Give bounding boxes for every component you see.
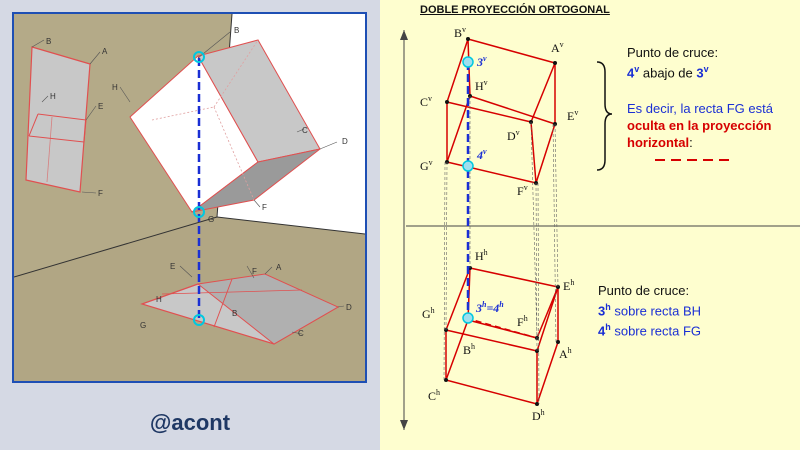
wall-label-e: E: [98, 102, 103, 111]
floor-label-h: H: [156, 295, 162, 304]
label-3h-4h: 3h=4h: [475, 300, 504, 315]
projection-svg: Bv Av Hv Cv Ev Dv Gv Fv 3v 4v Hh Eh Gh F…: [400, 25, 800, 430]
label-hh: Hh: [475, 248, 488, 263]
wall-projection: B A H E F: [25, 37, 108, 198]
point-4v-marker: [462, 160, 474, 172]
note-bracket: [596, 61, 613, 171]
label-av: Av: [551, 40, 564, 55]
label-eh: Eh: [563, 278, 574, 293]
cube: B H C D F G: [112, 26, 348, 224]
point-3v-marker: [462, 56, 474, 68]
cube-label-d: D: [342, 137, 348, 146]
3d-scene: B A H E F B H C: [12, 12, 367, 383]
label-4v: 4v: [476, 147, 487, 162]
watermark: @acont: [149, 410, 231, 435]
cube-label-f: F: [262, 203, 267, 212]
cube-label-g: G: [208, 215, 214, 224]
cube-label-h: H: [112, 83, 118, 92]
floor-label-d: D: [346, 303, 352, 312]
floor-label-c: C: [298, 329, 304, 338]
point-3h-marker: [462, 312, 474, 324]
axis-arrow-up: [400, 30, 408, 40]
label-ah: Ah: [559, 346, 572, 361]
cube-label-b: B: [234, 26, 239, 35]
label-hv: Hv: [475, 78, 488, 93]
floor-label-e: E: [170, 262, 175, 271]
cross-point-mid: [193, 206, 205, 218]
cross-point-floor: [193, 314, 205, 326]
reference-lines: [443, 96, 559, 405]
diagram-title: DOBLE PROYECCIÓN ORTOGONAL: [420, 4, 610, 16]
label-ch: Ch: [428, 388, 440, 403]
floor-projection: E F A H D B C G: [140, 262, 352, 345]
label-dh: Dh: [532, 408, 545, 423]
floor-label-b: B: [232, 309, 237, 318]
scene-svg: B A H E F B H C: [14, 14, 365, 381]
right-panel: DOBLE PROYECCIÓN ORTOGONAL: [380, 0, 800, 450]
note-hidden-explanation: Es decir, la recta FG está oculta en la …: [627, 101, 773, 150]
wall-label-b: B: [46, 37, 51, 46]
label-ev: Ev: [567, 108, 578, 123]
note-cross-vertical: Punto de cruce: 4v abajo de 3v: [627, 45, 719, 81]
elevation-view: [445, 37, 557, 185]
label-fv: Fv: [517, 183, 528, 198]
label-3v: 3v: [476, 54, 487, 69]
label-bv: Bv: [454, 25, 466, 40]
label-fh: Fh: [517, 314, 528, 329]
label-cv: Cv: [420, 94, 432, 109]
cross-point-top: [193, 51, 205, 63]
floor-label-a: A: [276, 263, 282, 272]
floor-edge-right: [216, 216, 365, 235]
floor-label-g: G: [140, 321, 146, 330]
floor-label-f: F: [252, 267, 257, 276]
plan-view: [444, 266, 560, 406]
axis-arrow-down: [400, 420, 408, 430]
label-bh: Bh: [463, 342, 475, 357]
wall-label-h: H: [50, 92, 56, 101]
wall-label-a: A: [102, 47, 108, 56]
floor-edge-left: [14, 216, 218, 278]
label-gh: Gh: [422, 306, 435, 321]
label-gv: Gv: [420, 158, 433, 173]
left-panel: B A H E F B H C: [0, 0, 380, 450]
wall-label-f: F: [98, 189, 103, 198]
cube-label-c: C: [302, 126, 308, 135]
note-cross-horizontal: Punto de cruce: 3h sobre recta BH 4h sob…: [598, 283, 702, 339]
label-dv: Dv: [507, 128, 520, 143]
